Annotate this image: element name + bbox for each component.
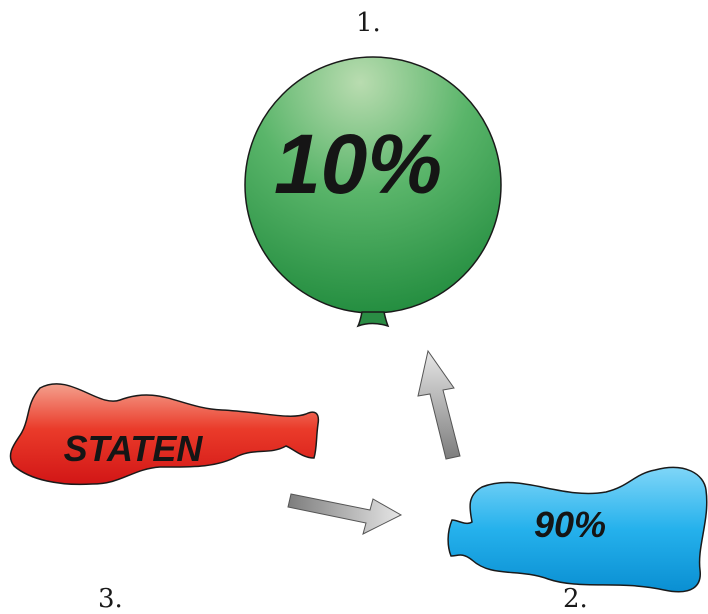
- step-number-2: 2.: [563, 584, 588, 614]
- balloon-2-label: 90%: [534, 504, 606, 545]
- balloon-2-blue: 90%: [447, 466, 708, 593]
- step-number-3: 3.: [98, 584, 123, 614]
- balloon-3-red: STATEN: [9, 383, 320, 486]
- balloon-1-green: 10%: [244, 56, 502, 328]
- arrow-three-to-two: [287, 493, 403, 535]
- balloon-1-label: 10%: [274, 117, 442, 211]
- step-number-1: 1.: [356, 8, 381, 38]
- balloon-3-label: STATEN: [64, 428, 204, 469]
- arrow-two-to-one: [417, 349, 461, 460]
